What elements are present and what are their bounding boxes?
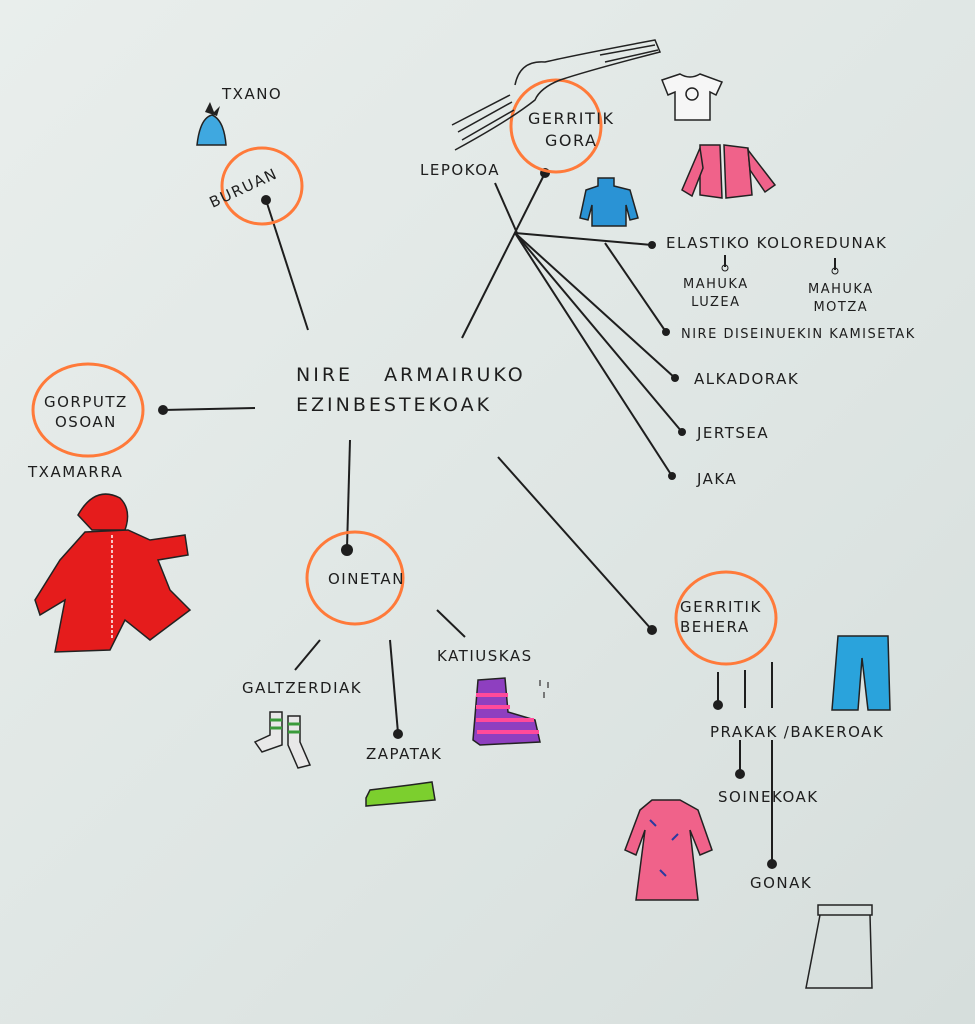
skirt-icon — [805, 904, 873, 989]
txamarra-label: TXAMARRA — [28, 463, 124, 481]
tshirt-icon — [661, 73, 724, 121]
connector-lines — [162, 172, 836, 862]
katiuskas-label: KATIUSKAS — [437, 647, 533, 665]
gorputz-label: GORPUTZ — [44, 393, 128, 411]
coat-icon — [34, 493, 192, 653]
jaka-label: JAKA — [697, 470, 738, 488]
kamisetak-label: NIRE DISEINUEKIN KAMISETAK — [681, 327, 916, 342]
scarf-icon — [451, 39, 662, 151]
alkadorak-label: ALKADORAK — [694, 370, 800, 388]
central-topic: NIRE ARMAIRUKO EZINBESTEKOAK — [296, 360, 526, 421]
prakak-label: PRAKAK — [710, 723, 778, 741]
node-dots — [158, 168, 839, 869]
cardigan-icon — [681, 144, 777, 199]
osoan-label: OSOAN — [54, 413, 117, 432]
zapatak-label: ZAPATAK — [366, 745, 443, 763]
galtzerdiak-label: GALTZERDIAK — [242, 679, 363, 697]
jeans-icon — [831, 635, 891, 711]
dress-icon — [624, 799, 713, 901]
branch-circles — [31, 78, 778, 666]
mahuka-motza-1: MAHUKA — [808, 282, 874, 297]
gerritik-gora-label-2: GORA — [545, 130, 598, 150]
gonak-label: GONAK — [750, 874, 813, 892]
rain-boot-icon — [472, 677, 549, 746]
hat-icon — [196, 102, 227, 146]
bakeroak-label: /BAKEROAK — [783, 723, 885, 741]
mahuka-luzea-1: MAHUKA — [683, 277, 749, 292]
shoe-icon — [365, 781, 436, 807]
socks-icon — [253, 711, 312, 769]
gerritik-gora-label-1: GERRITIK — [528, 109, 615, 128]
gerritik-behera-label-2: BEHERA — [680, 618, 750, 637]
central-topic-line2: EZINBESTEKOAK — [296, 394, 493, 417]
elastiko-label: ELASTIKO KOLOREDUNAK — [666, 234, 888, 252]
mahuka-motza-2: MOTZA — [813, 299, 869, 315]
gerritik-behera-label-1: GERRITIK — [680, 598, 762, 616]
sweater-icon — [579, 177, 639, 227]
jertsea-label: JERTSEA — [697, 424, 770, 442]
txano-label: TXANO — [222, 85, 283, 103]
lepokoa-label: LEPOKOA — [420, 161, 501, 179]
central-topic-line1: NIRE ARMAIRUKO — [296, 364, 526, 386]
oinetan-label: OINETAN — [328, 570, 405, 588]
soinekoak-label: SOINEKOAK — [718, 788, 819, 806]
mahuka-luzea-2: LUZEA — [691, 294, 741, 310]
